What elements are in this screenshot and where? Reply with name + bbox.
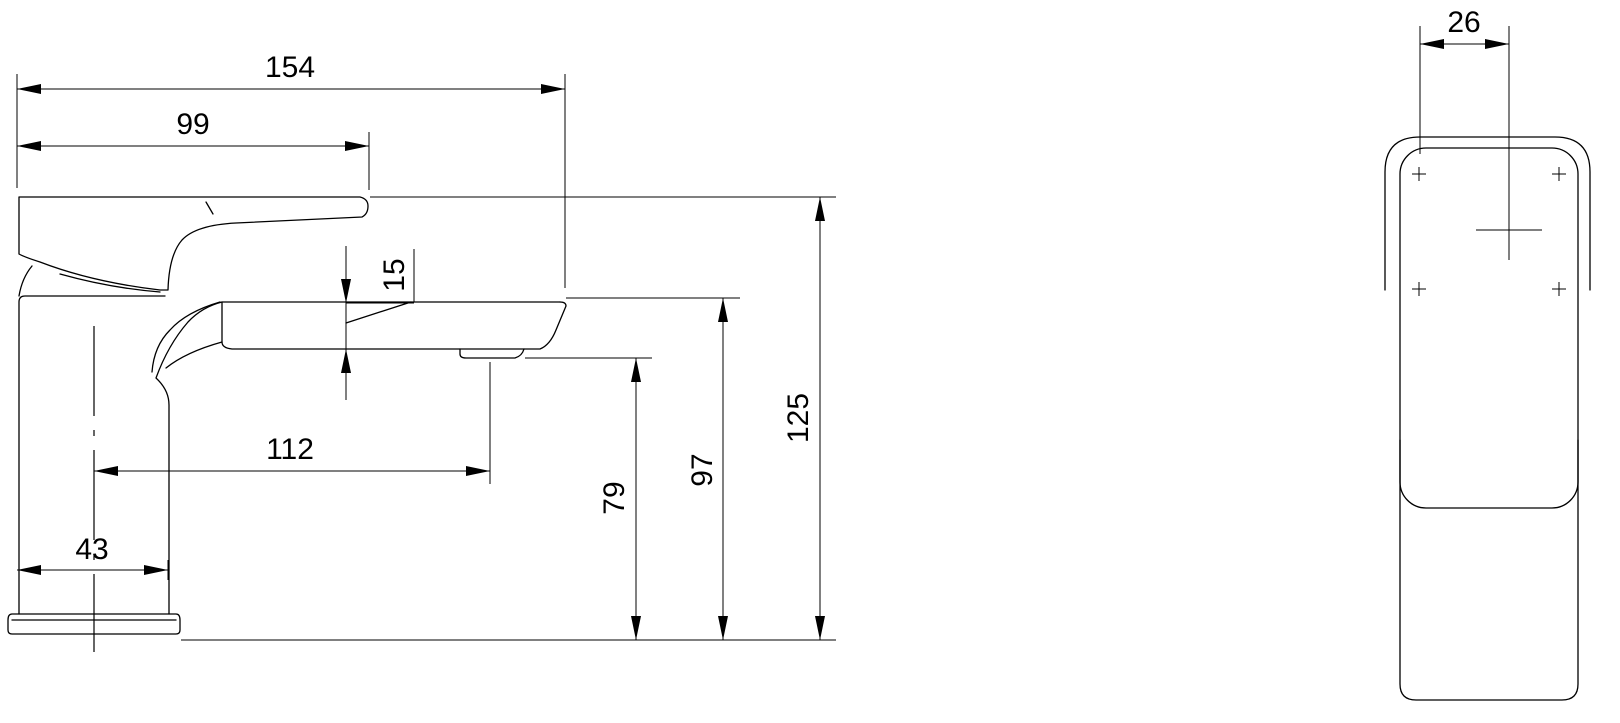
dimension-outlet-height: 79: [598, 358, 641, 640]
dim-label-125: 125: [782, 393, 815, 443]
dim-label-26: 26: [1447, 6, 1480, 39]
dim-label-79: 79: [598, 481, 631, 514]
dim-label-99: 99: [176, 108, 209, 141]
lever-handle: [18, 196, 369, 297]
dimension-spout-height: 97: [686, 298, 728, 640]
mixer-body: [18, 295, 561, 615]
dimension-lever-length: 99: [17, 108, 369, 151]
side-view: 154 99 15 112 43: [7, 51, 836, 652]
dim-label-154: 154: [265, 51, 315, 84]
dimension-body-width: 43: [17, 533, 168, 575]
center-cross: [1476, 26, 1542, 260]
dim-label-97: 97: [686, 453, 719, 486]
dimension-spout-reach: 112: [94, 433, 490, 476]
top-view: 26: [1384, 6, 1591, 701]
dim-label-112: 112: [266, 433, 314, 466]
dimension-overall-length: 154: [17, 51, 565, 94]
top-view-outline: [1384, 136, 1591, 701]
dimension-top-width: 26: [1419, 6, 1509, 154]
dim-label-15: 15: [378, 258, 411, 291]
extension-lines: [16, 74, 836, 641]
dim-label-43: 43: [75, 533, 108, 566]
mount-hole-markers: [1412, 167, 1566, 296]
dimension-overall-height: 125: [782, 197, 825, 640]
spout: [151, 301, 567, 373]
dimension-spout-thickness: 15: [341, 246, 411, 400]
